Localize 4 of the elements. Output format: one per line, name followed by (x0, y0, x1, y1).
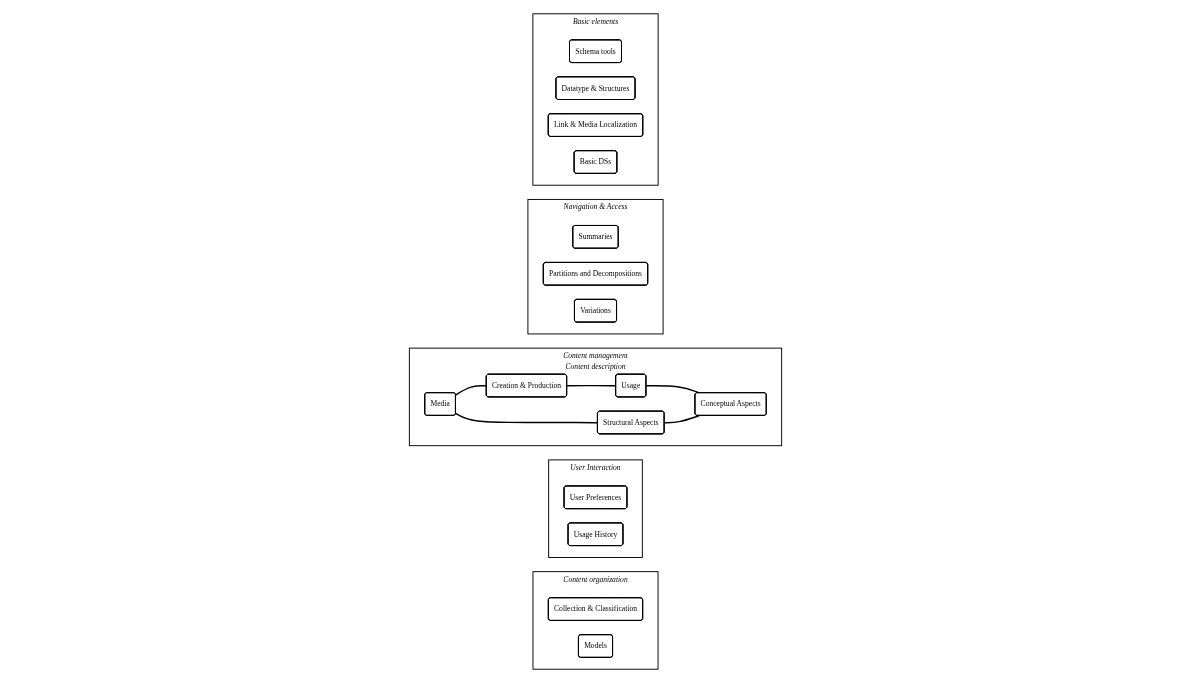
connector (663, 414, 701, 424)
connector (455, 385, 488, 396)
connector (455, 412, 599, 424)
connector (566, 384, 617, 387)
